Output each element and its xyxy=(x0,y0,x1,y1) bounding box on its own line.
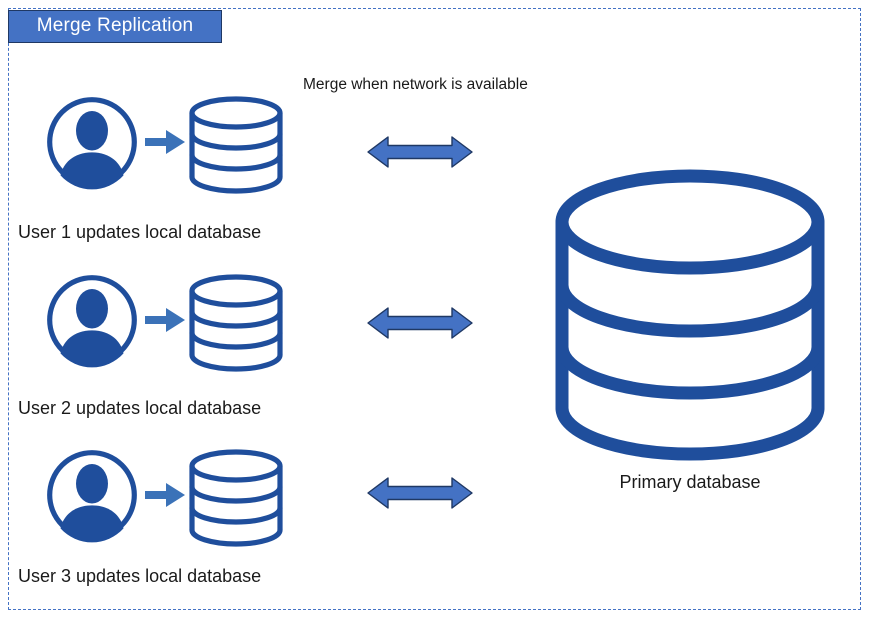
user-circle-icon xyxy=(45,273,139,368)
user-row-label-3: User 3 updates local database xyxy=(18,566,262,586)
database-cylinder-icon xyxy=(183,273,289,373)
user-circle-icon xyxy=(45,448,139,543)
arrow-right-icon xyxy=(145,127,187,157)
user-row-1 xyxy=(45,95,295,195)
user-row-2 xyxy=(45,273,295,373)
double-headed-arrow-icon-3 xyxy=(366,474,474,512)
user-row-label-1: User 1 updates local database xyxy=(18,222,262,242)
database-cylinder-icon xyxy=(183,448,289,548)
user-circle-icon xyxy=(45,95,139,190)
double-headed-arrow-icon-2 xyxy=(366,304,474,342)
primary-database-label: Primary database xyxy=(619,472,761,492)
database-cylinder-large-icon xyxy=(553,168,827,462)
diagram-frame xyxy=(8,8,861,610)
user-row-3 xyxy=(45,448,295,548)
double-headed-arrow-icon-1 xyxy=(366,133,474,171)
arrow-right-icon xyxy=(145,305,187,335)
diagram-title-banner: Merge Replication xyxy=(8,10,222,43)
user-row-label-2: User 2 updates local database xyxy=(18,398,262,418)
database-cylinder-icon xyxy=(183,95,289,195)
arrow-right-icon xyxy=(145,480,187,510)
merge-caption: Merge when network is available xyxy=(303,76,528,93)
